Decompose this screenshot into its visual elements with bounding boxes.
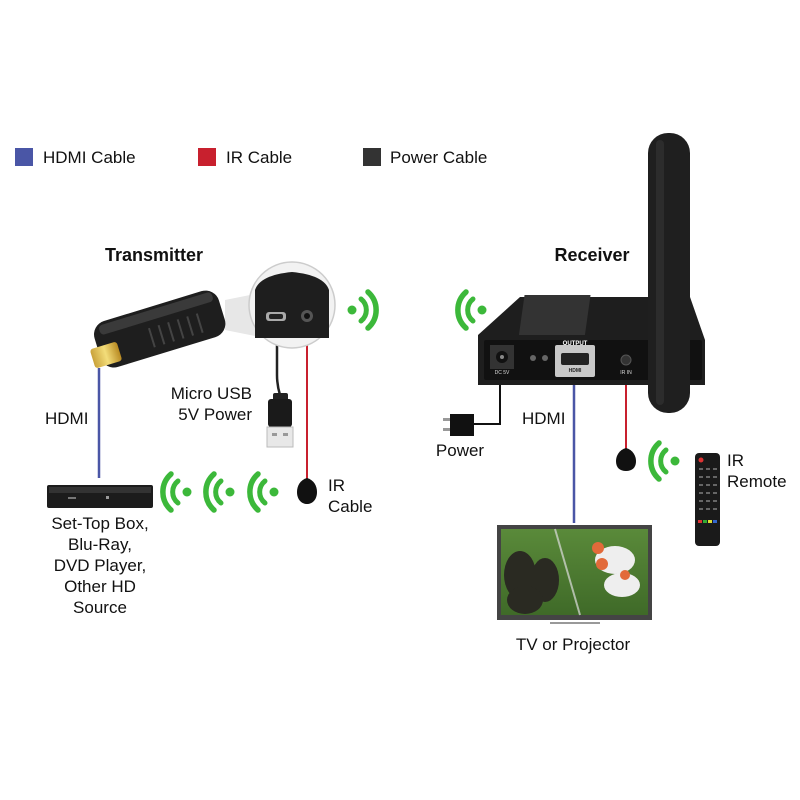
legend-swatch-power (363, 148, 381, 166)
ir-cable-label: IR Cable (328, 476, 373, 516)
port-label-hdmi: HDMI (568, 368, 582, 374)
power-cable-receiver (474, 378, 501, 425)
tv-display (497, 525, 652, 624)
usb-plug-icon (266, 393, 294, 448)
receiver-antenna (648, 133, 690, 413)
wireless-signal-icon (250, 474, 279, 510)
transmitter-port-closeup (248, 261, 336, 349)
legend-label-ir: IR Cable (226, 148, 293, 167)
wireless-signal-icon (163, 474, 192, 510)
legend-label-hdmi: HDMI Cable (43, 148, 136, 167)
legend-label-power: Power Cable (390, 148, 488, 167)
ir-eye-transmitter-icon (297, 478, 317, 504)
power-label: Power (435, 441, 485, 460)
transmitter-hdmi-label: HDMI (45, 409, 89, 428)
ir-remote-label: IR Remote (727, 451, 787, 491)
wireless-signal-icon (458, 292, 487, 328)
receiver-hdmi-label: HDMI (522, 409, 566, 428)
wireless-signal-icon (651, 443, 680, 479)
transmitter-title: Transmitter (104, 245, 204, 265)
power-cable-transmitter (275, 330, 282, 396)
port-label-dc: DC 5V (494, 370, 510, 376)
source-device-label: Set-Top Box, Blu-Ray, DVD Player, Other … (51, 514, 149, 617)
receiver-title: Receiver (554, 245, 630, 265)
legend-swatch-hdmi (15, 148, 33, 166)
ir-eye-receiver-icon (616, 448, 636, 471)
power-adapter-icon (443, 414, 474, 436)
micro-usb-power-label: Micro USB 5V Power (170, 384, 252, 424)
wireless-signal-icon (348, 292, 377, 328)
port-label-ir: IR IN (620, 370, 632, 376)
ir-remote-icon (695, 453, 720, 546)
set-top-box (47, 485, 153, 508)
wireless-signal-icon (206, 474, 235, 510)
display-label: TV or Projector (515, 635, 631, 654)
port-label-output: OUTPUT (562, 341, 588, 347)
legend-swatch-ir (198, 148, 216, 166)
